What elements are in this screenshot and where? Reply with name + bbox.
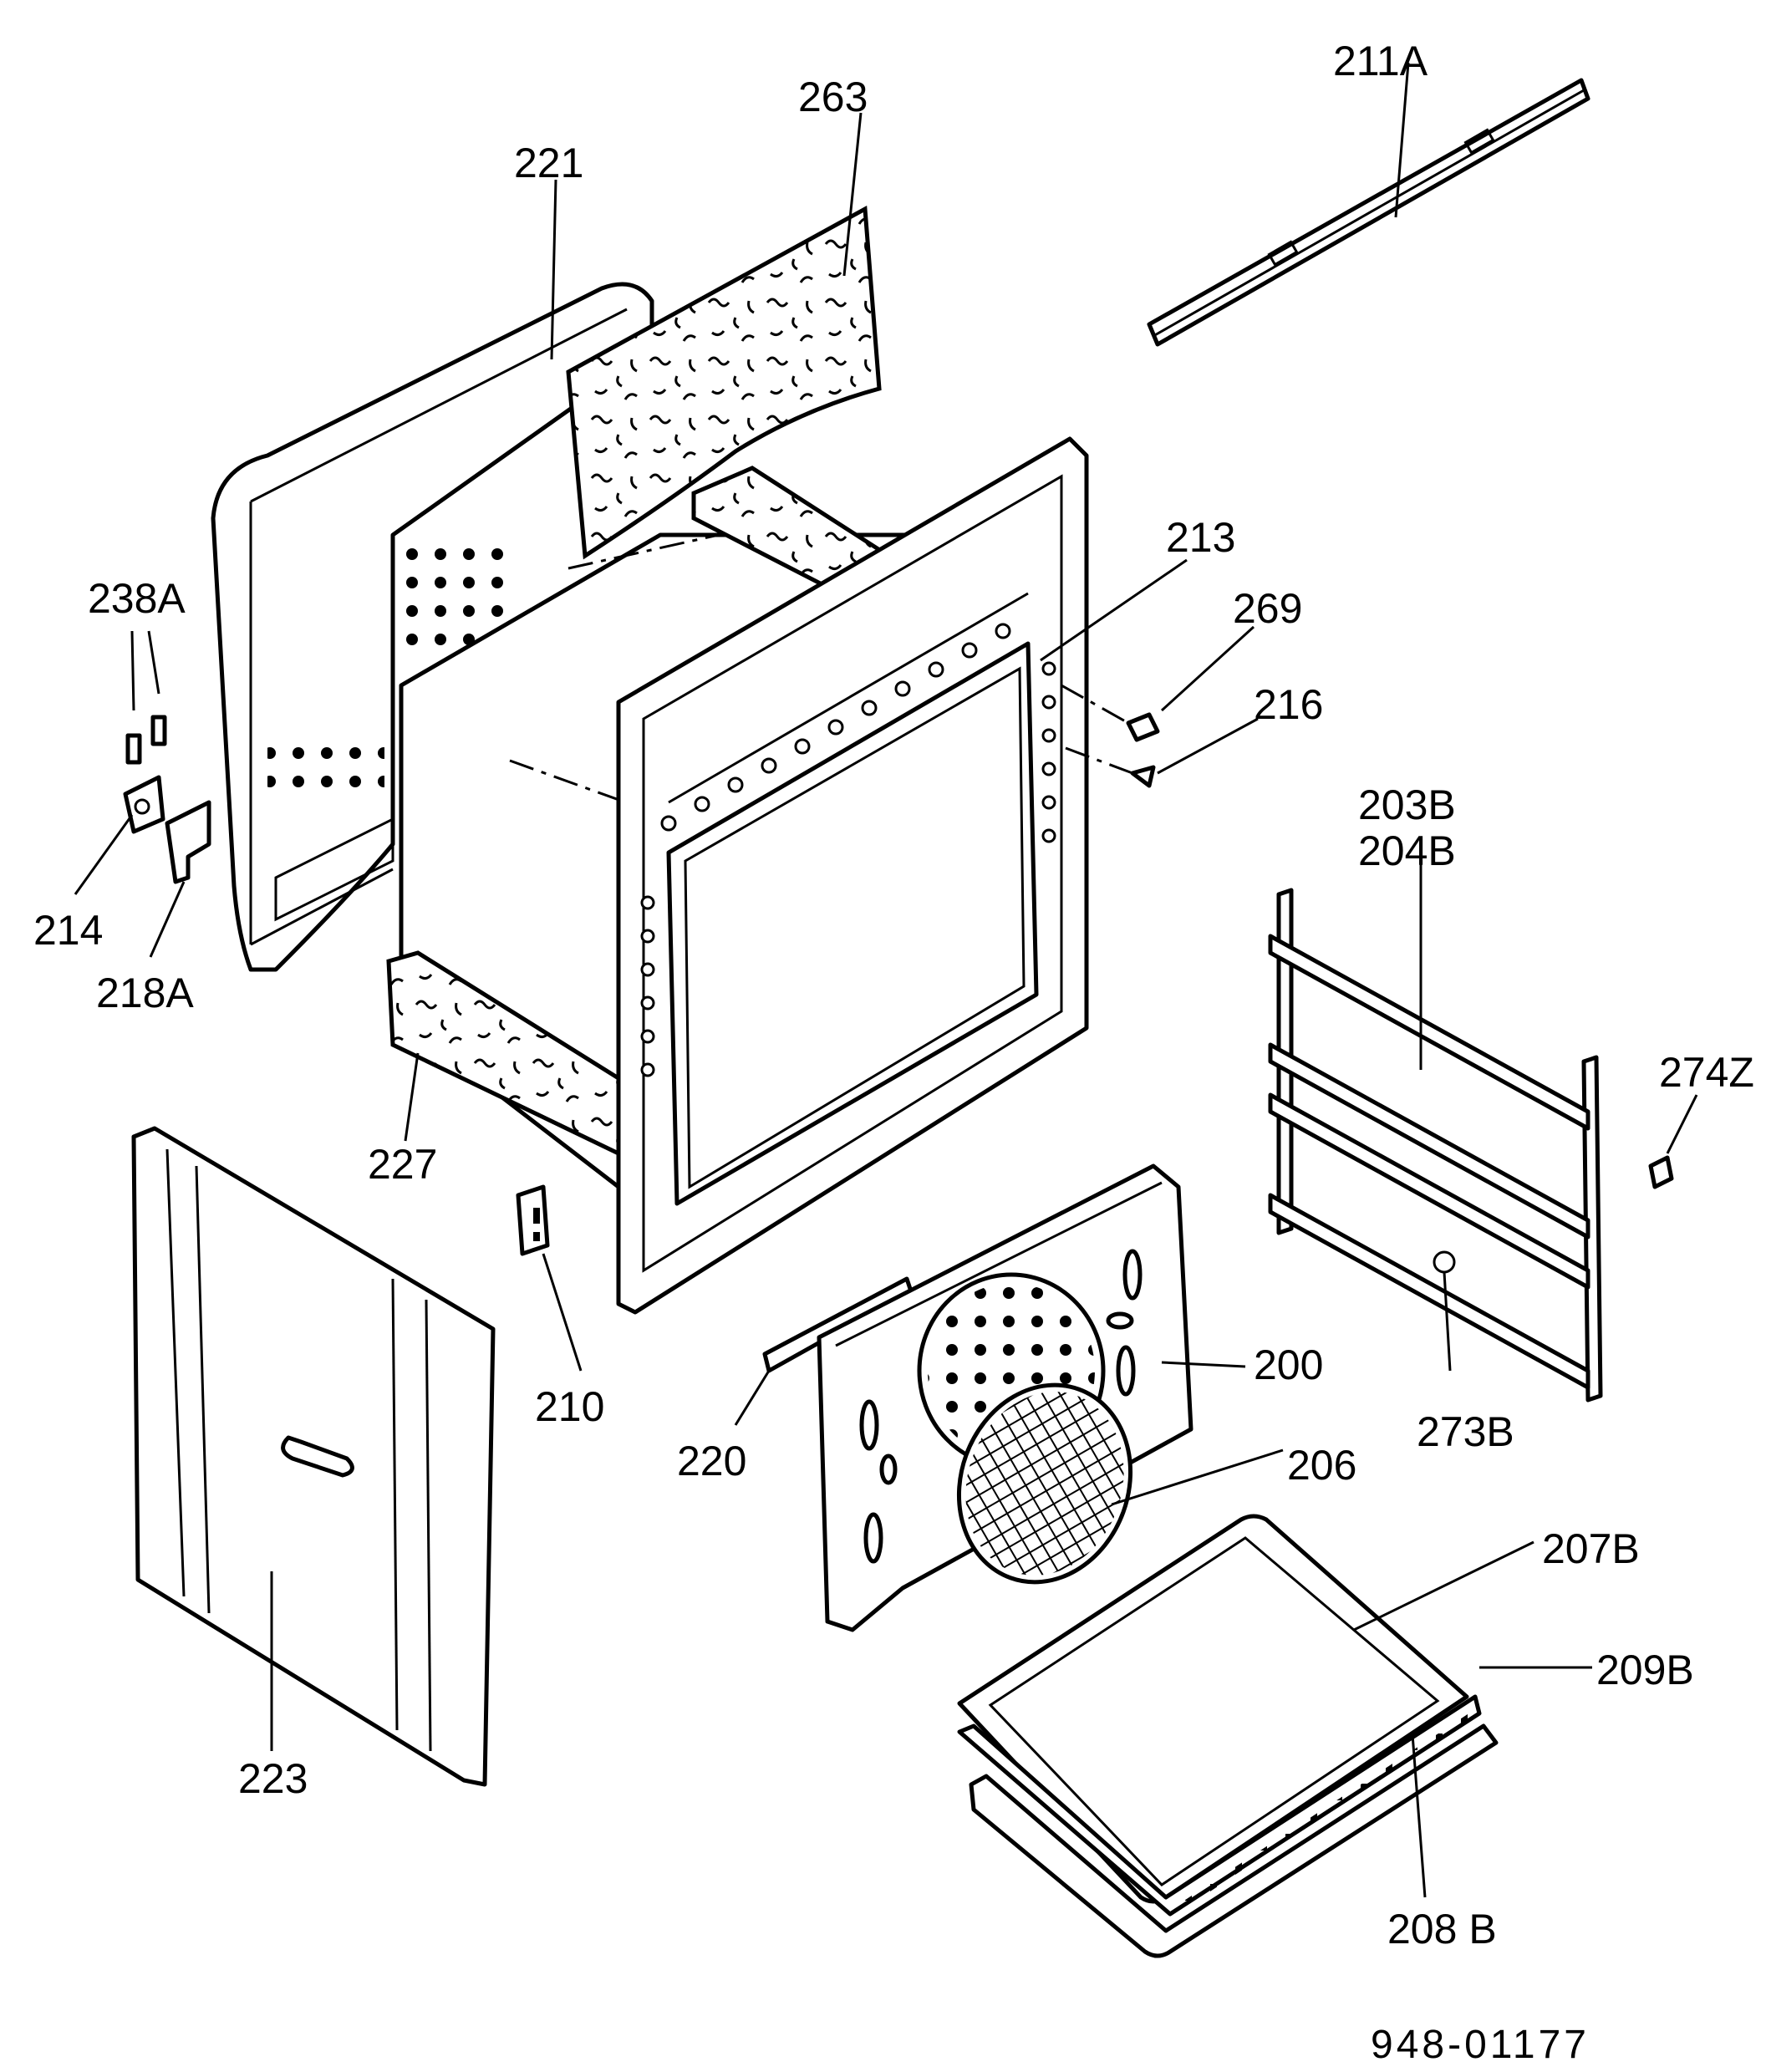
shelf-support-203b bbox=[1268, 888, 1603, 1403]
frame-holes bbox=[640, 623, 1056, 1077]
filter-206 bbox=[956, 1382, 1133, 1585]
label-274z: 274Z bbox=[1659, 1049, 1754, 1096]
label-216: 216 bbox=[1254, 681, 1323, 728]
label-206: 206 bbox=[1287, 1442, 1356, 1489]
label-208b: 208 B bbox=[1387, 1906, 1497, 1952]
label-218a: 218A bbox=[96, 970, 194, 1016]
insulation-263 bbox=[566, 205, 882, 560]
clip-214 bbox=[123, 775, 165, 834]
screw-216 bbox=[1065, 746, 1156, 788]
label-203b: 203B bbox=[1358, 781, 1456, 828]
rail-211a bbox=[1147, 78, 1590, 347]
grill-209b bbox=[957, 1694, 1482, 1918]
tray-207b bbox=[957, 1514, 1469, 1904]
screws-238a bbox=[125, 715, 167, 765]
label-269: 269 bbox=[1233, 585, 1302, 632]
leader-lines bbox=[74, 62, 1698, 1898]
label-273b: 273B bbox=[1417, 1408, 1514, 1455]
fastener-274z bbox=[1648, 1155, 1674, 1189]
label-210: 210 bbox=[535, 1383, 604, 1430]
part-labels: 211A 263 221 213 269 216 238A 214 218A 2… bbox=[33, 38, 1754, 2067]
label-207b: 207B bbox=[1542, 1525, 1640, 1572]
label-209b: 209B bbox=[1596, 1647, 1694, 1693]
side-panel-223 bbox=[131, 1126, 496, 1787]
screw-269 bbox=[1061, 684, 1160, 742]
label-214: 214 bbox=[33, 907, 103, 954]
label-263: 263 bbox=[798, 74, 868, 120]
back-panel-cutout bbox=[274, 817, 394, 922]
pan-208b bbox=[969, 1723, 1499, 1958]
bracket-218a bbox=[165, 800, 211, 884]
label-213: 213 bbox=[1166, 514, 1235, 561]
label-211a: 211A bbox=[1333, 38, 1428, 84]
label-200: 200 bbox=[1254, 1341, 1323, 1388]
label-221: 221 bbox=[514, 140, 583, 186]
clip-210 bbox=[516, 1184, 550, 1256]
fan-plate-200 bbox=[817, 1163, 1193, 1632]
label-204b: 204B bbox=[1358, 827, 1456, 874]
label-223: 223 bbox=[238, 1755, 308, 1802]
label-227: 227 bbox=[368, 1141, 437, 1188]
label-238a: 238A bbox=[88, 575, 186, 622]
vent-holes-lower bbox=[267, 744, 384, 802]
label-220: 220 bbox=[677, 1438, 746, 1484]
drawing-code: 948-01177 bbox=[1371, 2023, 1590, 2067]
